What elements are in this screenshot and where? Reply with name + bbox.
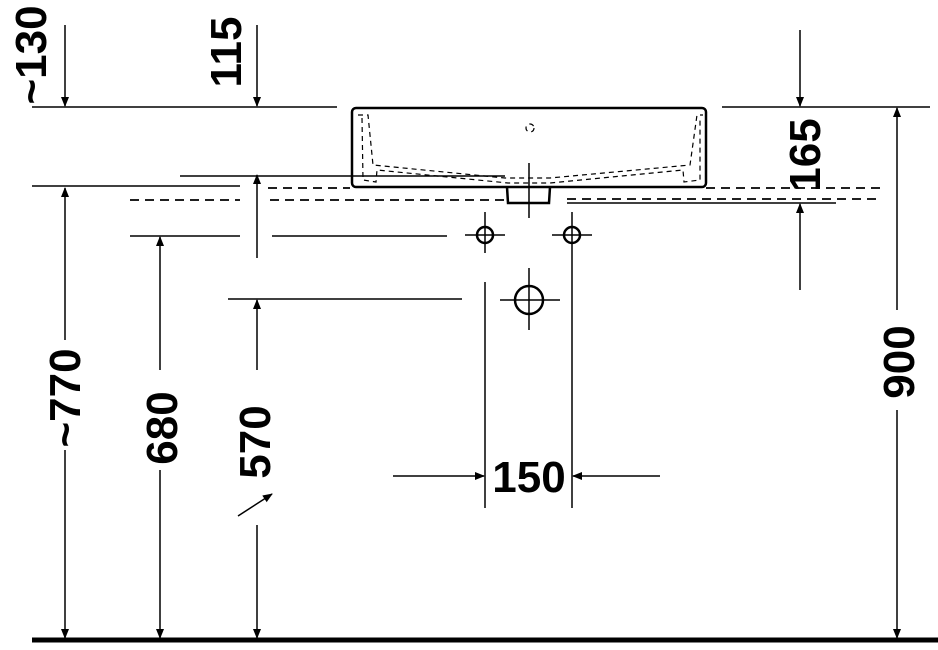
drain-connection (500, 268, 560, 330)
dim-drain-height: 570 (231, 405, 280, 478)
dimension-arrows (61, 25, 901, 639)
dim-total-height: 900 (875, 325, 924, 398)
reference-lines (32, 106, 930, 508)
water-supply-connections (465, 212, 592, 253)
dim-overflow-height: ~770 (41, 348, 90, 447)
basin (350, 106, 708, 218)
dim-supply-height: 680 (138, 391, 187, 464)
dim-top-left: ~130 (7, 5, 56, 104)
dim-top-mid: 115 (202, 17, 251, 88)
dim-supply-spacing: 150 (492, 453, 565, 502)
dim-basin-height: 165 (781, 118, 830, 191)
overflow-hole (525, 123, 535, 133)
